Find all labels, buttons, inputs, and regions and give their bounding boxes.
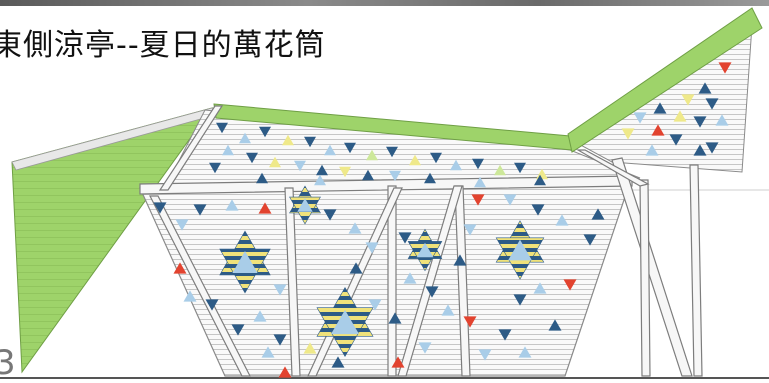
kaleidoscope-triangle (231, 324, 245, 336)
kaleidoscope-triangle (331, 356, 345, 368)
kaleidoscope-triangle (718, 62, 732, 74)
kaleidoscope-triangle (153, 202, 167, 214)
kaleidoscope-triangle (653, 102, 667, 114)
kaleidoscope-triangle (259, 126, 271, 138)
kaleidoscope-triangle (175, 219, 189, 231)
kaleidoscope-triangle (441, 304, 455, 316)
kaleidoscope-triangle (362, 169, 374, 181)
kaleidoscope-triangle (183, 290, 197, 302)
kaleidoscope-star-core (232, 251, 258, 273)
kaleidoscope-triangle (294, 160, 306, 172)
kaleidoscope-triangle (261, 346, 275, 358)
kaleidoscope-triangle (534, 174, 546, 186)
kaleidoscope-triangle (669, 134, 683, 146)
kaleidoscope-triangle (348, 222, 362, 234)
kaleidoscope-triangle (253, 310, 267, 322)
kaleidoscope-triangle (548, 319, 562, 331)
kaleidoscope-triangle (386, 146, 398, 158)
kaleidoscope-triangle (531, 204, 545, 216)
kaleidoscope-triangle (323, 209, 337, 221)
kaleidoscope-triangle (303, 342, 317, 354)
kaleidoscope-triangle (693, 144, 707, 156)
kaleidoscope-triangle (324, 144, 336, 156)
kaleidoscope-triangle (591, 208, 605, 220)
kaleidoscope-triangle (339, 166, 351, 178)
kaleidoscope-triangle (258, 202, 272, 214)
kaleidoscope-triangle (471, 194, 485, 206)
kaleidoscope-triangle (398, 232, 412, 244)
kaleidoscope-triangle (193, 204, 207, 216)
kaleidoscope-triangle (403, 272, 417, 284)
kaleidoscope-triangle (513, 294, 527, 306)
page-number: 3 (0, 343, 16, 383)
kaleidoscope-triangle (645, 144, 659, 156)
kaleidoscope-triangle (693, 116, 707, 128)
kaleidoscope-triangle (424, 172, 436, 184)
kaleidoscope-triangle (425, 286, 439, 298)
kaleidoscope-triangle (478, 349, 492, 361)
kaleidoscope-triangle (239, 132, 251, 144)
kaleidoscope-triangle (409, 154, 421, 166)
kaleidoscope-triangle (246, 152, 258, 164)
kaleidoscope-triangle (705, 98, 719, 110)
kaleidoscope-triangle (222, 144, 234, 156)
kaleidoscope-triangle (698, 82, 712, 94)
kaleidoscope-star-core (508, 239, 532, 261)
kaleidoscope-triangle (173, 262, 187, 274)
kaleidoscope-triangle (304, 136, 316, 148)
kaleidoscope-triangle (583, 234, 597, 246)
kaleidoscope-triangle (349, 262, 363, 274)
kaleidoscope-triangle (503, 194, 517, 206)
kaleidoscope-triangle (273, 284, 287, 296)
kaleidoscope-triangle (474, 176, 486, 188)
kaleidoscope-triangle (494, 164, 506, 176)
kaleidoscope-triangle (256, 172, 268, 184)
kaleidoscope-triangle (344, 142, 356, 154)
kaleidoscope-triangle (621, 128, 635, 140)
kaleidoscope-triangle (514, 162, 526, 174)
kaleidoscope-triangle (533, 282, 547, 294)
kaleidoscope-triangle (282, 134, 294, 146)
kaleidoscope-triangle (450, 159, 462, 171)
kaleidoscope-triangle (472, 158, 484, 170)
kaleidoscope-triangle (633, 112, 647, 124)
top-photo-strip (0, 0, 769, 6)
kaleidoscope-triangle (391, 356, 405, 368)
kaleidoscope-triangle (216, 122, 228, 134)
kaleidoscope-triangle (389, 170, 401, 182)
kaleidoscope-triangle (498, 329, 512, 341)
kaleidoscope-triangle (681, 94, 695, 106)
kaleidoscope-triangle (651, 124, 665, 136)
kaleidoscope-triangle (209, 162, 221, 174)
kaleidoscope-triangle (366, 149, 378, 161)
kaleidoscope-triangle (418, 342, 432, 354)
kaleidoscope-triangle (518, 346, 532, 358)
kaleidoscope-triangle (388, 312, 402, 324)
kaleidoscope-triangle (430, 152, 442, 164)
kaleidoscope-triangle (316, 164, 328, 176)
kaleidoscope-triangle (225, 199, 239, 211)
kaleidoscope-triangle (269, 156, 281, 168)
kaleidoscope-star-core (331, 309, 359, 335)
kaleidoscope-triangle (278, 366, 292, 378)
kaleidoscope-triangle (673, 110, 687, 122)
kaleidoscope-star-core (416, 242, 434, 258)
kaleidoscope-triangle (205, 299, 219, 311)
kaleidoscope-triangle (453, 254, 467, 266)
kaleidoscope-triangle (705, 142, 719, 154)
page-title: 東側涼亭--夏日的萬花筒 (0, 28, 326, 63)
kaleidoscope-triangle (563, 279, 577, 291)
kaleidoscope-triangle (273, 334, 287, 346)
kaleidoscope-triangle (555, 214, 569, 226)
kaleidoscope-triangle (314, 174, 326, 186)
kaleidoscope-star-core (297, 198, 313, 212)
kaleidoscope-triangle (463, 224, 477, 236)
right-green-roof (567, 7, 763, 153)
kaleidoscope-triangle (368, 299, 382, 311)
kaleidoscope-triangle (715, 114, 729, 126)
kaleidoscope-triangle (365, 242, 379, 254)
kaleidoscope-pattern (153, 62, 732, 378)
kaleidoscope-triangle (463, 316, 477, 328)
